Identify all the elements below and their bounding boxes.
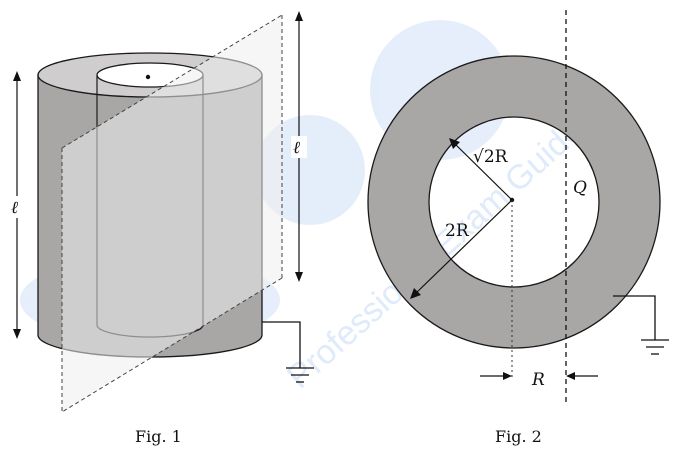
fig1-caption: Fig. 1: [135, 427, 182, 446]
offset-arrow-right-head: [566, 372, 575, 380]
fig2-caption: Fig. 2: [495, 427, 542, 446]
length-label-left-bg: [9, 196, 25, 218]
length-arrow-left-head-top: [13, 71, 21, 81]
fig2-ground-wire: [613, 295, 656, 340]
fig2: √2R 2R Q R Fig. 2: [367, 10, 669, 446]
offset-label: R: [531, 370, 545, 390]
fig1: ℓ ℓ Fig. 1: [9, 11, 314, 446]
length-arrow-right-head-top: [295, 11, 303, 21]
length-arrow-left-head-bottom: [13, 329, 21, 339]
plane: [62, 15, 282, 412]
inner-radius-label: √2R: [473, 147, 509, 167]
length-label-right-bg: [291, 136, 307, 158]
plane-edge-top: [61, 14, 283, 149]
inner-radius-arrow-head: [449, 138, 460, 149]
plane-edge-bottom: [61, 277, 283, 413]
offset-arrow-left-head: [503, 372, 512, 380]
ground-wire: [262, 321, 301, 368]
outer-radius-label: 2R: [445, 221, 470, 241]
axis-point: [145, 74, 151, 80]
plane-line-label: Q: [573, 178, 587, 198]
annulus: [367, 55, 661, 349]
length-label-left: ℓ: [11, 198, 18, 218]
outer-radius-arrow-head: [410, 288, 421, 299]
length-label-right: ℓ: [293, 138, 300, 158]
inner-radius-arrow: [452, 141, 513, 201]
outer-radius-arrow: [413, 199, 513, 296]
length-arrow-right-head-bottom: [295, 272, 303, 282]
